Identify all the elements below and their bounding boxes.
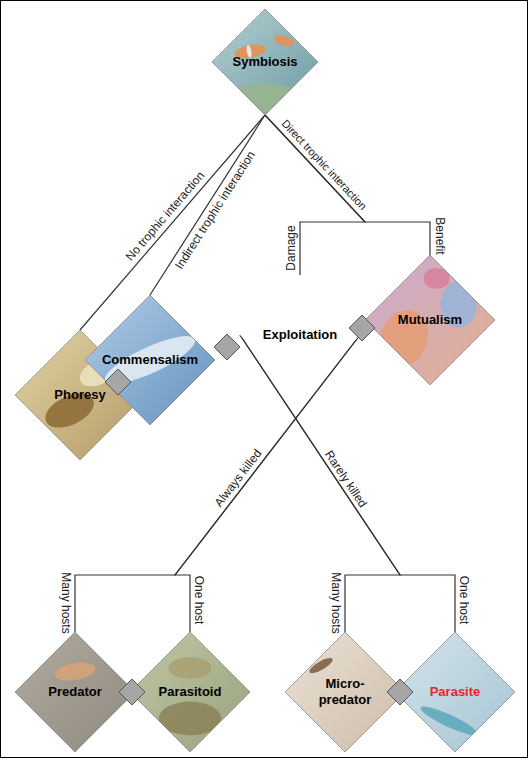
- diamond-border: [85, 295, 215, 425]
- photo-detail: [223, 33, 308, 111]
- overlap-square: [387, 679, 413, 705]
- branch-label: Direct trophic interaction: [279, 118, 368, 212]
- diamond-border: [365, 255, 495, 385]
- edge-label: One host: [193, 576, 205, 625]
- diamond-border: [130, 632, 250, 752]
- overlap-square: [349, 315, 375, 341]
- photo-fill: [85, 295, 215, 425]
- photo-detail: [372, 268, 477, 373]
- photo-shape: [223, 84, 308, 112]
- photo-fill: [212, 9, 318, 115]
- edge-label: Many hosts: [330, 572, 342, 633]
- photo-detail: [418, 702, 480, 739]
- symbiosis-diamond: Symbiosis: [212, 9, 318, 115]
- node-title: Commensalism: [102, 352, 198, 368]
- photo-detail: [159, 657, 221, 735]
- branch-label: Always killed: [212, 447, 263, 509]
- overlap-square: [119, 679, 145, 705]
- node-title: Predator: [48, 684, 101, 700]
- edge-label: Benefit: [434, 217, 446, 254]
- node-title: Symbiosis: [232, 54, 297, 70]
- node-title: Parasitoid: [159, 684, 222, 700]
- photo-fill: [365, 255, 495, 385]
- edge-label: Many hosts: [60, 572, 72, 633]
- connector: [240, 335, 400, 632]
- node-title: Micro-predator: [314, 676, 376, 707]
- edge-label: Damage: [285, 225, 297, 270]
- diamond-border: [212, 9, 318, 115]
- commensalism-diamond: Commensalism: [85, 295, 215, 425]
- diamond-fill: [240, 275, 360, 395]
- node-title: Mutualism: [398, 312, 462, 328]
- overlap-square: [105, 369, 131, 395]
- node-title: Parasite: [430, 684, 481, 700]
- connector: [80, 115, 265, 330]
- parasitoid-diamond: Parasitoid: [130, 632, 250, 752]
- node-title: Phoresy: [54, 387, 105, 403]
- edge-label: One host: [458, 576, 470, 625]
- photo-shape: [168, 657, 211, 679]
- photo-shape: [53, 660, 96, 684]
- mutualism-diamond: Mutualism: [365, 255, 495, 385]
- photo-fill: [130, 632, 250, 752]
- connector: [240, 335, 455, 632]
- overlap-square: [214, 334, 240, 360]
- exploitation-diamond: Exploitation: [240, 275, 360, 395]
- node-title: Exploitation: [263, 327, 337, 343]
- edge-label: Indirect trophic interaction: [173, 149, 257, 271]
- diamond-border: [15, 632, 135, 752]
- predator-diamond: Predator: [15, 632, 135, 752]
- photo-fill: [15, 632, 135, 752]
- photo-shape: [418, 702, 480, 739]
- connector: [75, 335, 360, 632]
- photo-detail: [53, 660, 96, 684]
- branch-label: Rarely killed: [323, 448, 369, 509]
